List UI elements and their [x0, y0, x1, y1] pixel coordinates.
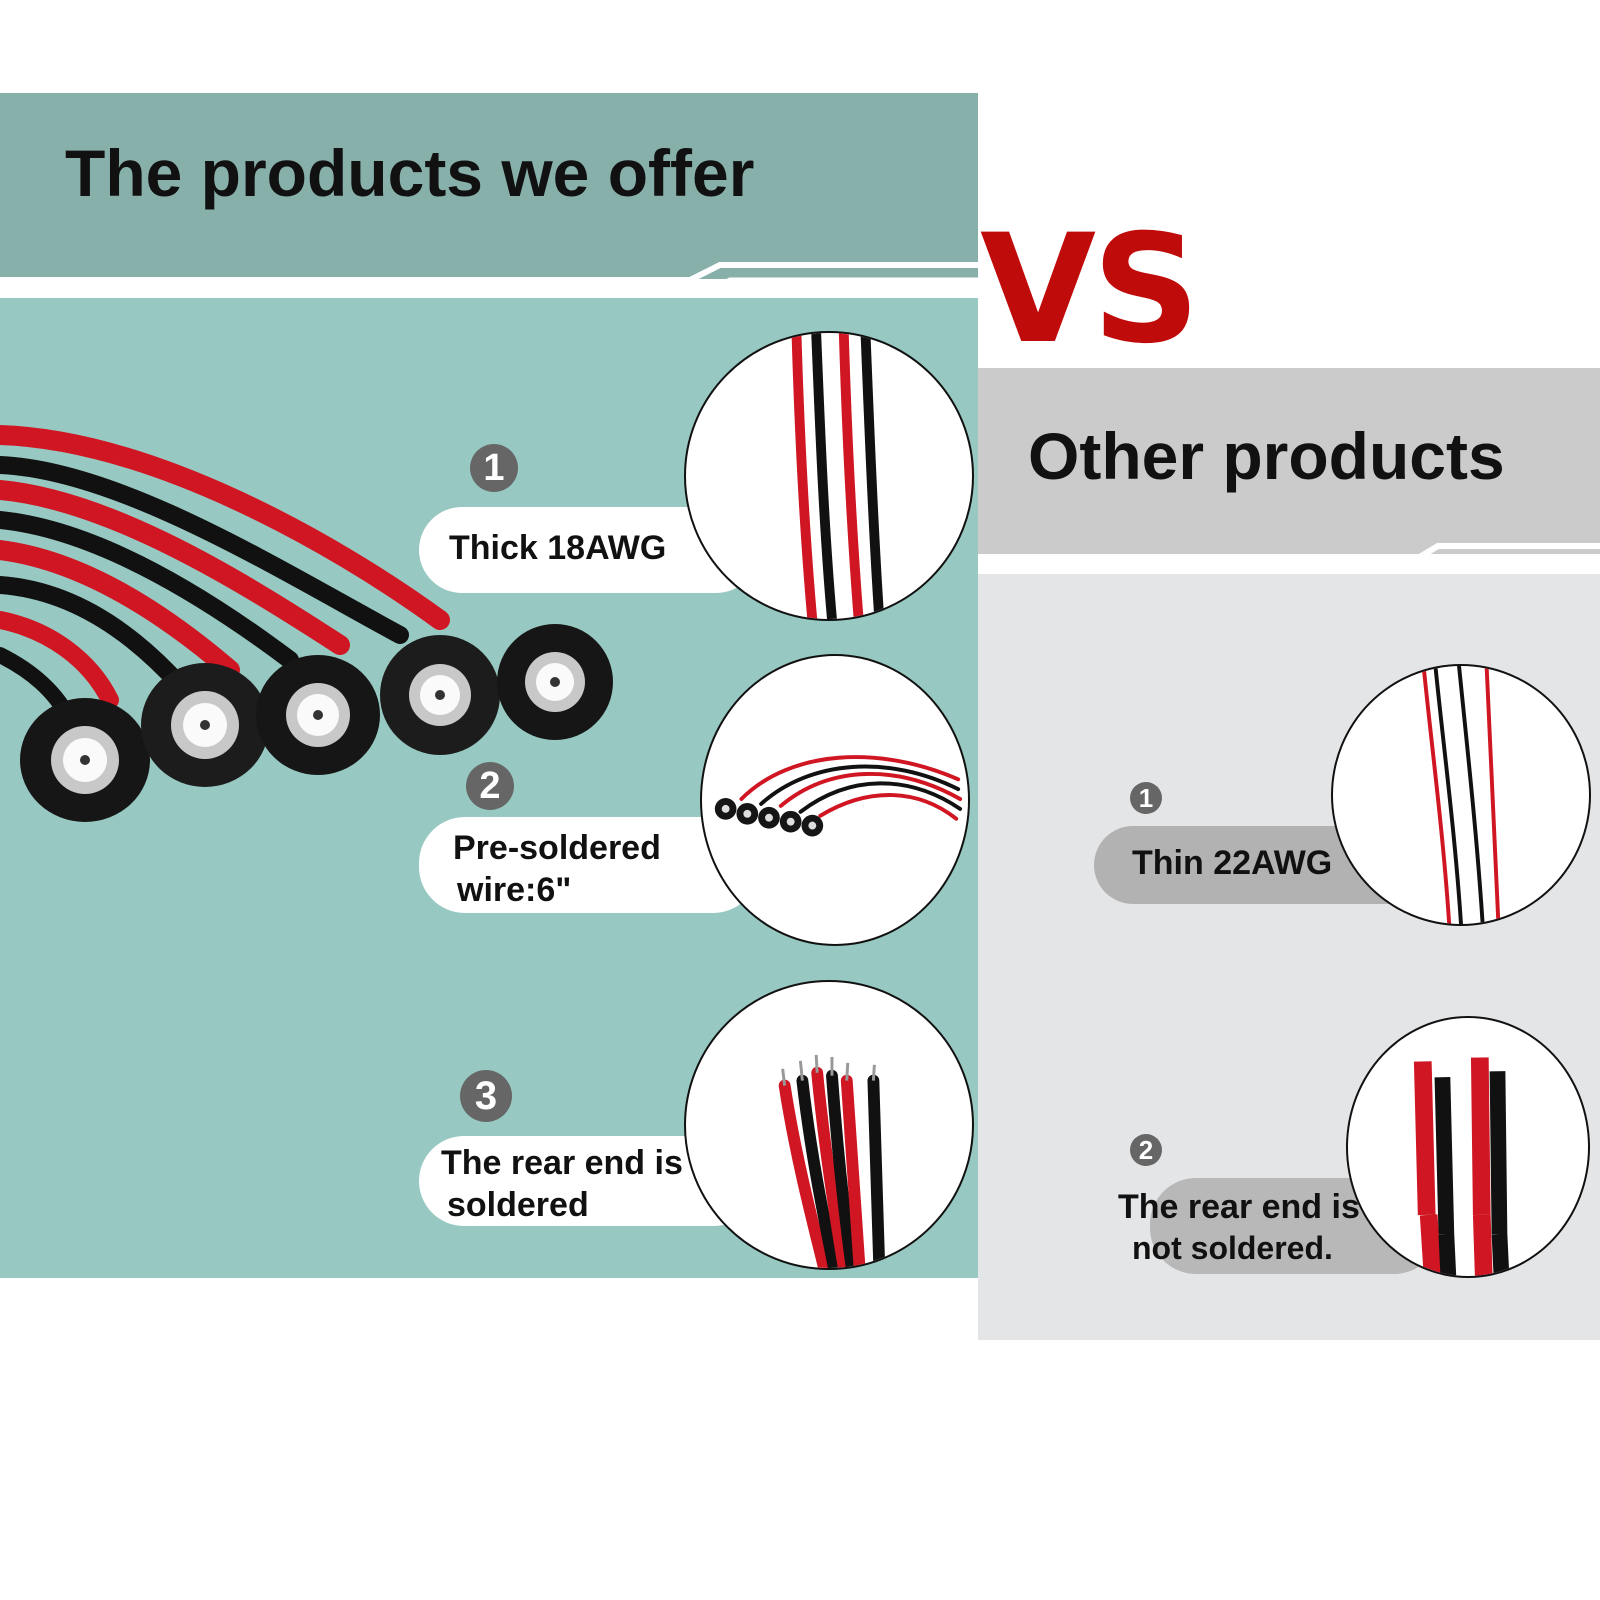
thin-wires-closeup	[1331, 664, 1591, 926]
connector-bundle-closeup	[700, 654, 970, 946]
feature-label-text: The rear end is	[1118, 1188, 1360, 1226]
feature-label: Pre-soldered wire:6"	[419, 817, 759, 913]
feature-number-badge: 2	[466, 762, 514, 810]
feature-number-badge: 2	[1130, 1134, 1162, 1166]
soldered-ends-closeup	[684, 980, 974, 1270]
vs-label: VS	[980, 203, 1200, 377]
thick-wires-closeup	[684, 331, 974, 621]
feature-label-text: Thick 18AWG	[449, 529, 667, 567]
feature-label: The rear end is soldered	[419, 1136, 759, 1226]
feature-label-text: soldered	[447, 1186, 589, 1224]
feature-label-text: Pre-soldered	[453, 829, 661, 867]
left-title: The products we offer	[65, 136, 755, 210]
feature-number-badge: 1	[470, 444, 518, 492]
feature-label-text: Thin 22AWG	[1132, 844, 1333, 882]
feature-label-text: not soldered.	[1132, 1230, 1333, 1266]
feature-number-badge: 1	[1130, 782, 1162, 814]
feature-label-text: wire:6"	[457, 871, 572, 909]
left-header-band	[0, 93, 978, 279]
right-header-band	[978, 368, 1600, 554]
feature-label-text: The rear end is	[441, 1144, 683, 1182]
dc-jack-connectors-photo	[0, 425, 613, 822]
feature-label: Thick 18AWG	[419, 507, 759, 593]
left-header-stripe	[0, 262, 978, 297]
right-header-stripe	[978, 543, 1600, 573]
unsoldered-ends-closeup	[1346, 1016, 1590, 1278]
right-title: Other products	[1028, 419, 1505, 493]
feature-number-badge: 3	[460, 1070, 512, 1122]
